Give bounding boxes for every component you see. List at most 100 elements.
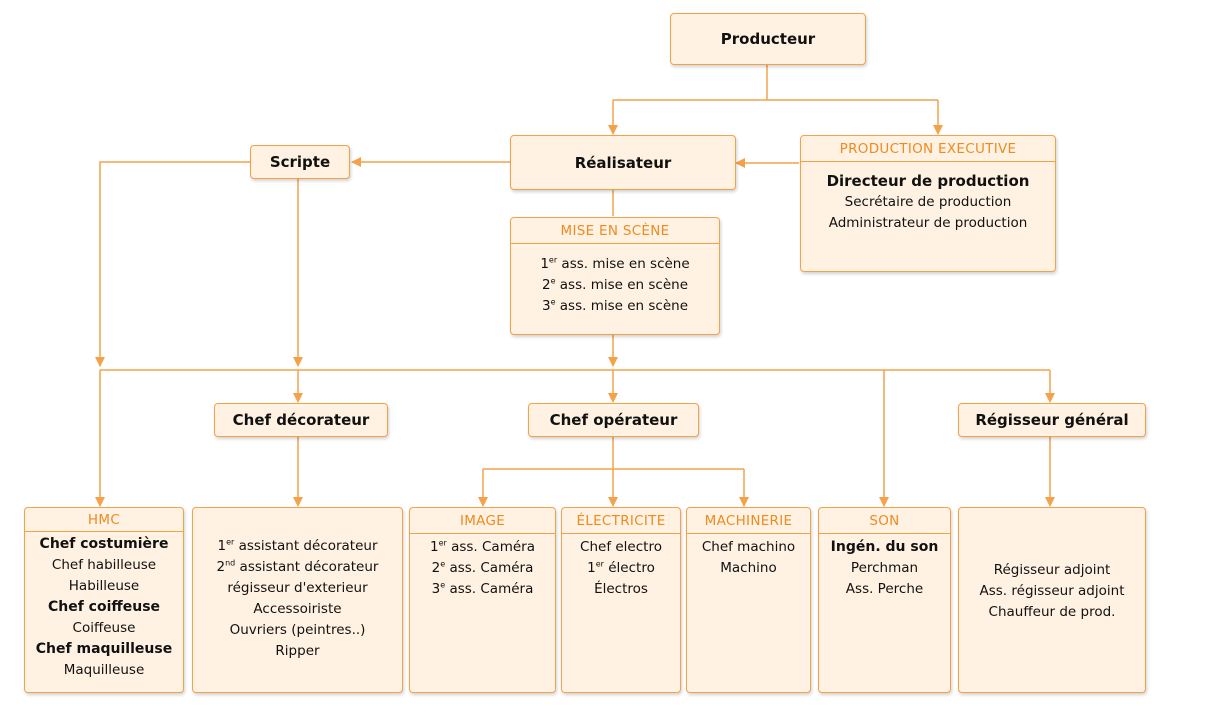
electricite-item: Chef electro — [562, 537, 680, 558]
ordinal-suffix: e — [550, 276, 556, 286]
item-text: régisseur d'exterieur — [227, 580, 368, 596]
electricite-item: Électros — [562, 579, 680, 600]
item-text: ass. mise en scène — [555, 277, 689, 293]
item-text: Ass. Perche — [845, 581, 924, 597]
hmc-item: Chef coiffeuse — [25, 597, 183, 618]
mise-en-scene-header: MISE EN SCÈNE — [511, 218, 719, 244]
mise-en-scene-item: 3e ass. mise en scène — [511, 296, 719, 317]
production-executive-item: Secrétaire de production — [801, 192, 1055, 213]
ordinal-number: 3 — [431, 581, 441, 597]
mise-en-scene-item: 2e ass. mise en scène — [511, 275, 719, 296]
box-realisateur: Réalisateur — [510, 135, 736, 190]
son-header: SON — [819, 508, 950, 534]
hmc-item: Maquilleuse — [25, 660, 183, 681]
mise-en-scene-item: 1er ass. mise en scène — [511, 254, 719, 275]
item-text: Chef machino — [701, 539, 796, 555]
ordinal-suffix: e — [550, 297, 556, 307]
ordinal-number: 2 — [431, 560, 441, 576]
hmc-header: HMC — [25, 508, 183, 532]
deco-item: Ripper — [193, 641, 402, 662]
realisateur-label: Réalisateur — [574, 153, 672, 172]
image-header: IMAGE — [410, 508, 555, 534]
item-text: Chef coiffeuse — [47, 599, 161, 615]
ordinal-number: 2 — [216, 559, 226, 575]
ordinal-number: 1 — [587, 560, 596, 576]
image-item: 2e ass. Caméra — [410, 558, 555, 579]
item-text: Ingén. du son — [830, 539, 939, 555]
son-item: Ingén. du son — [819, 537, 950, 558]
item-text: ass. Caméra — [445, 581, 534, 597]
machinerie-header: MACHINERIE — [687, 508, 810, 534]
hmc-item: Chef maquilleuse — [25, 639, 183, 660]
item-text: ass. Caméra — [446, 539, 535, 555]
item-text: Chef costumière — [39, 536, 169, 552]
machinerie-item: Machino — [687, 558, 810, 579]
item-text: Régisseur adjoint — [993, 562, 1111, 578]
ordinal-suffix: er — [595, 559, 604, 569]
item-text: Accessoiriste — [253, 601, 342, 617]
ordinal-suffix: er — [226, 537, 235, 547]
ordinal-suffix: nd — [225, 558, 236, 568]
ordinal-number: 2 — [541, 277, 551, 293]
box-production-executive: PRODUCTION EXECUTIVE Directeur de produc… — [800, 135, 1056, 272]
item-text: Ripper — [275, 643, 320, 659]
hmc-item: Chef costumière — [25, 534, 183, 555]
hmc-item: Habilleuse — [25, 576, 183, 597]
producteur-label: Producteur — [720, 30, 816, 48]
item-text: Perchman — [850, 560, 919, 576]
image-item: 1er ass. Caméra — [410, 537, 555, 558]
deco-item: Accessoiriste — [193, 599, 402, 620]
box-chef-decorateur: Chef décorateur — [214, 403, 388, 437]
ordinal-suffix: e — [440, 580, 446, 590]
machinerie-item: Chef machino — [687, 537, 810, 558]
item-text: assistant décorateur — [235, 559, 379, 575]
item-text: ass. mise en scène — [555, 298, 689, 314]
item-text: Coiffeuse — [72, 620, 136, 636]
item-text: Maquilleuse — [63, 662, 145, 678]
item-text: Administrateur de production — [828, 215, 1028, 231]
item-text: Directeur de production — [826, 172, 1030, 190]
item-text: Secrétaire de production — [844, 194, 1012, 210]
chef-decorateur-label: Chef décorateur — [232, 411, 370, 429]
box-chef-operateur: Chef opérateur — [528, 403, 699, 437]
deco-item: régisseur d'exterieur — [193, 578, 402, 599]
deco-item: 2nd assistant décorateur — [193, 557, 402, 578]
item-text: Chauffeur de prod. — [988, 604, 1116, 620]
chef-operateur-label: Chef opérateur — [549, 411, 678, 429]
item-text: Habilleuse — [68, 578, 140, 594]
item-text: Électros — [594, 581, 648, 597]
ordinal-suffix: er — [548, 255, 558, 265]
line-scripte-left — [95, 161, 250, 367]
item-text: ass. Caméra — [445, 560, 534, 576]
box-regisseur-general: Régisseur général — [958, 403, 1146, 437]
regie-item: Régisseur adjoint — [959, 560, 1145, 581]
box-producteur: Producteur — [670, 13, 866, 65]
son-item: Ass. Perche — [819, 579, 950, 600]
ordinal-number: 1 — [429, 539, 439, 555]
item-text: Ouvriers (peintres..) — [229, 622, 366, 638]
item-text: électro — [603, 560, 655, 576]
item-text: Ass. régisseur adjoint — [979, 583, 1125, 599]
ordinal-number: 3 — [541, 298, 551, 314]
ordinal-suffix: e — [440, 559, 446, 569]
regisseur-general-label: Régisseur général — [975, 411, 1129, 429]
ordinal-number: 1 — [540, 256, 549, 272]
production-executive-header: PRODUCTION EXECUTIVE — [801, 136, 1055, 162]
hmc-item: Coiffeuse — [25, 618, 183, 639]
